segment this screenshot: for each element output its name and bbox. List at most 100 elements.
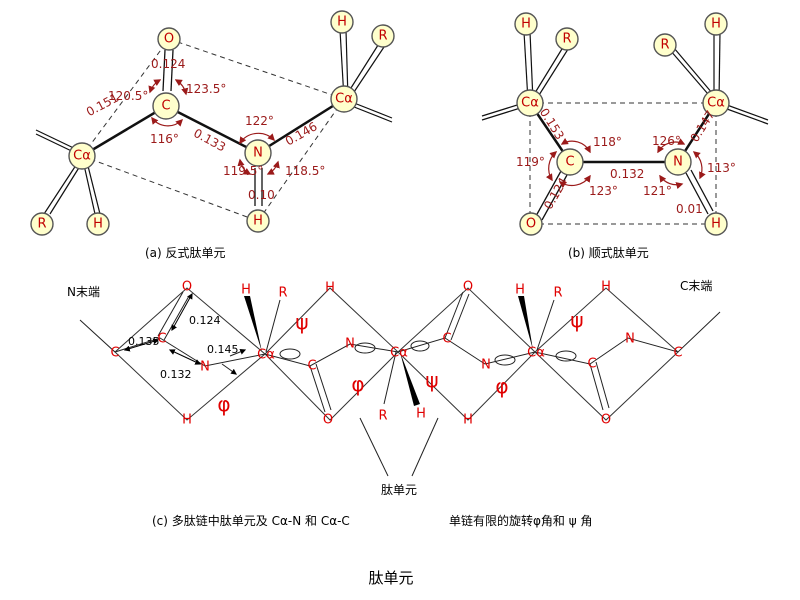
panel-a-dashed-outline [81,38,345,222]
c-terminus-label: C末端 [680,279,712,293]
chain-atom-n-3: N [481,358,491,373]
svg-text:Cα: Cα [521,96,539,111]
panel-b-atom-h-left: H [514,12,538,36]
panel-b-angle-h-n-ca: 113° [707,161,736,175]
panel-b-angle-arcs [545,137,706,190]
panel-c-chain: N末端 C末端 [67,279,721,528]
chain-atom-h-7: H [601,280,611,295]
panel-a-atom-c: C [152,92,180,120]
chain-atom-c-1: C [110,346,119,361]
panel-a-atom-h-left: H [86,212,110,236]
panel-b-bond-c-o: 0.124 [541,175,570,212]
panel-a-atom-r-left: R [30,212,54,236]
svg-text:R: R [660,38,669,53]
chain-atom-h-1: H [182,413,192,428]
panel-a-atom-ca-left: Cα [68,142,96,170]
panel-a-bonds [35,29,393,215]
peptide-unit-label: 肽单元 [381,482,417,497]
chain-atom-ca-2: Cα [390,346,408,361]
panel-b-bonds [481,31,769,221]
chain-atom-c-3: C [307,359,316,374]
panel-a-angle-h-n-ca: 118.5° [285,164,325,178]
chain-atom-r-1: R [278,286,287,301]
panel-a-angle-c-n-ca: 122° [245,114,274,128]
panel-a-angle-ca-c-o: 120.5° [108,89,148,103]
chain-atom-n-4: N [625,332,635,347]
phi-symbol-2: φ [351,372,364,396]
chain-atom-r-3: R [553,286,562,301]
panel-a-angle-ca-c-n: 116° [150,132,179,146]
panel-b-atom-h-right: H [704,12,728,36]
panel-b-bond-ca-c: 0.153 [537,106,567,143]
panel-b-bond-n-h: 0.01 [676,202,703,216]
panel-b-atom-r-right: R [653,33,677,57]
svg-text:R: R [37,217,46,232]
chain-bond-n-ca: 0.145 [207,343,239,356]
panel-a-trans: O C N H Cα Cα R H H R 0.124 0.151 0.133 … [30,10,395,260]
chain-atom-c-5: C [587,357,596,372]
svg-text:O: O [526,217,536,232]
panel-a-bond-c-o: 0.124 [151,57,185,71]
panel-b-atom-c: C [556,148,584,176]
svg-text:C: C [565,155,574,170]
panel-c-caption-left: (c) 多肽链中肽单元及 Cα-N 和 Cα-C [152,513,350,528]
panel-b-angle-o-c-n: 123° [589,184,618,198]
svg-text:N: N [673,155,683,170]
panel-b-dashed-outline [529,102,717,225]
panel-c-caption-right: 单链有限的旋转φ角和 ψ 角 [449,513,592,528]
panel-a-bond-n-h: 0.10 [248,188,275,202]
panel-a-bond-n-ca: 0.146 [283,119,320,148]
chain-atom-o-3: O [463,280,473,295]
panel-b-atom-o: O [519,212,543,236]
svg-text:H: H [93,217,103,232]
svg-text:O: O [164,32,174,47]
chain-atom-o-1: O [182,280,192,295]
chain-bond-c-c: 0.135 [128,335,160,348]
panel-b-angle-c-n-ca: 126° [652,134,681,148]
panel-a-angle-o-c-n: 123.5° [186,82,226,96]
panel-b-caption: (b) 顺式肽单元 [568,245,649,260]
panel-a-angle-c-n-h: 119.5° [223,164,263,178]
panel-a-atom-r-right: R [371,24,395,48]
rotation-arrows [221,340,577,375]
panel-b-bond-c-n: 0.132 [610,167,644,181]
chain-atom-c-4: C [442,332,451,347]
svg-text:H: H [711,17,721,32]
figure-title: 肽单元 [368,569,413,587]
chain-atom-c-6: C [673,346,682,361]
panel-a-bond-c-n: 0.133 [191,126,228,154]
psi-symbol-1: ψ [295,310,308,334]
n-terminus-label: N末端 [67,285,100,299]
chain-atom-o-4: O [601,413,611,428]
chain-atom-o-2: O [323,413,333,428]
panel-a-atom-h: H [246,209,270,233]
chain-atom-h-3: H [325,281,335,296]
svg-text:H: H [521,17,531,32]
svg-text:Cα: Cα [707,96,725,111]
phi-symbol-3: φ [495,374,508,398]
panel-b-atom-ca-right: Cα [702,89,730,117]
chain-atom-ca-1: Cα [257,348,275,363]
chain-bond-c-n: 0.132 [160,368,192,381]
psi-symbol-3: ψ [570,308,583,332]
chain-atom-h-2: H [241,283,251,298]
svg-text:R: R [378,29,387,44]
svg-text:C: C [161,99,170,114]
peptide-unit-pointer [359,417,439,477]
panel-b-bond-n-ca: 0.147 [688,108,718,145]
panel-b-atom-r-left: R [555,27,579,51]
peptide-planes [114,287,679,421]
panel-a-atom-ca-right: Cα [330,85,358,113]
panel-a-atom-o: O [157,27,181,51]
phi-symbol-1: φ [217,392,230,416]
panel-b-atom-n: N [664,148,692,176]
panel-b-angle-c-n-h: 121° [643,184,672,198]
ca-wedges [244,296,555,406]
chain-atom-h-6: H [515,283,525,298]
panel-b-cis: C N O H Cα Cα H R R H 0.153 0.132 0.147 … [481,12,769,260]
chain-atom-r-2: R [378,409,387,424]
panel-a-caption: (a) 反式肽单元 [145,245,226,260]
panel-a-atom-n: N [244,139,272,167]
chain-atom-h-5: H [463,413,473,428]
